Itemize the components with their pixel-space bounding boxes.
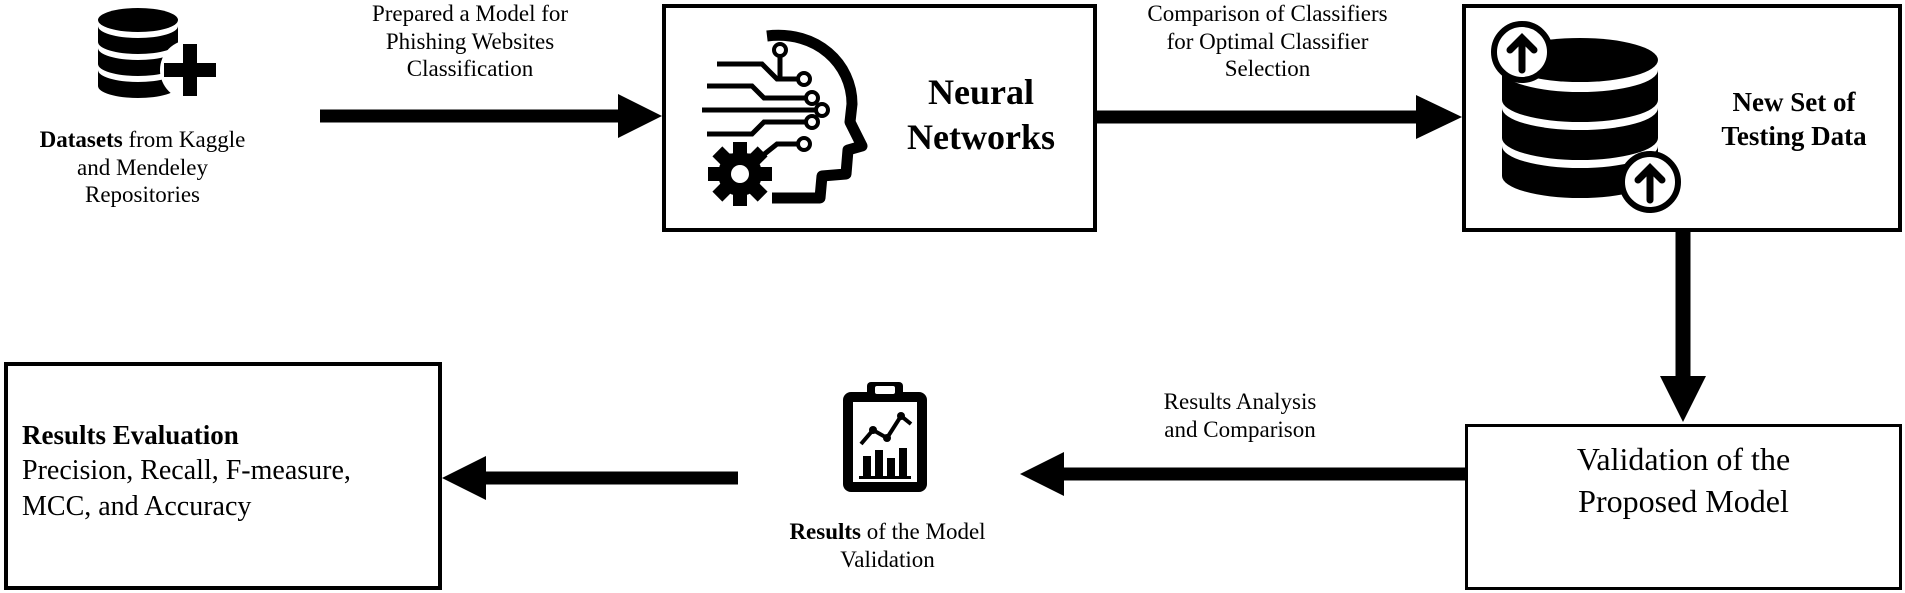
edge-label-line: Selection xyxy=(1224,56,1311,82)
datasets-line3: Repositories xyxy=(85,182,200,208)
edge-label-results-analysis: Results Analysis and Comparison xyxy=(1110,388,1370,443)
results-evaluation-line2: MCC, and Accuracy xyxy=(22,491,252,523)
results-evaluation-title: Results Evaluation xyxy=(22,420,239,450)
results-validation-node: Results of the Model Validation xyxy=(745,518,1030,573)
edge-label-line: Classification xyxy=(406,56,534,82)
neural-networks-line1: Neural xyxy=(928,72,1034,112)
results-validation-title-rest: of the Model xyxy=(861,519,986,544)
datasets-node: Datasets from Kaggle and Mendeley Reposi… xyxy=(20,126,265,209)
results-validation-line2: Validation xyxy=(840,546,935,572)
validation-line2: Proposed Model xyxy=(1578,482,1789,519)
testing-data-line2: Testing Data xyxy=(1721,120,1867,151)
arrow-testing-data-to-validation xyxy=(1660,232,1706,422)
ai-head-gear-icon xyxy=(702,29,868,206)
neural-networks-title: Neural Networks xyxy=(871,70,1091,160)
clipboard-chart-icon xyxy=(843,382,927,492)
results-evaluation-node: Results Evaluation Precision, Recall, F-… xyxy=(4,362,442,590)
testing-data-node: New Set of Testing Data xyxy=(1462,4,1902,232)
results-validation-title: Results of the Model xyxy=(745,518,1030,546)
neural-networks-line2: Networks xyxy=(907,117,1055,157)
datasets-line2: and Mendeley xyxy=(77,154,208,180)
results-evaluation-text: Results Evaluation Precision, Recall, F-… xyxy=(22,418,442,526)
datasets-title: Datasets from Kaggle xyxy=(20,126,265,154)
neural-networks-node: Neural Networks xyxy=(662,4,1097,232)
edge-label-line: and Comparison xyxy=(1164,416,1316,442)
datasets-title-bold: Datasets xyxy=(39,127,123,152)
arrow-datasets-to-neural-networks xyxy=(320,94,662,138)
database-plus-icon xyxy=(98,8,220,100)
testing-data-title: New Set of Testing Data xyxy=(1688,86,1900,154)
arrow-validation-to-results-validation xyxy=(1020,452,1465,496)
validation-line1: Validation of the xyxy=(1576,441,1791,477)
database-upload-icon xyxy=(1491,21,1681,213)
results-evaluation-line1: Precision, Recall, F-measure, xyxy=(22,455,351,487)
arrow-results-validation-to-results-evaluation xyxy=(442,456,738,500)
testing-data-line1: New Set of xyxy=(1732,87,1856,117)
validation-title: Validation of the Proposed Model xyxy=(1468,439,1899,522)
datasets-title-rest: from Kaggle xyxy=(122,127,246,152)
edge-label-classifier-comparison: Comparison of Classifiers for Optimal Cl… xyxy=(1105,0,1430,83)
edge-label-model-preparation: Prepared a Model for Phishing Websites C… xyxy=(330,0,610,83)
validation-node: Validation of the Proposed Model xyxy=(1465,424,1902,590)
edge-label-line: Phishing Websites xyxy=(385,28,555,54)
edge-label-line: Results Analysis xyxy=(1163,389,1317,414)
edge-label-line: Comparison of Classifiers xyxy=(1147,1,1388,26)
results-validation-title-bold: Results xyxy=(789,519,861,544)
arrow-neural-networks-to-testing-data xyxy=(1097,95,1462,139)
edge-label-line: for Optimal Classifier xyxy=(1166,28,1369,54)
edge-label-line: Prepared a Model for xyxy=(371,1,569,26)
